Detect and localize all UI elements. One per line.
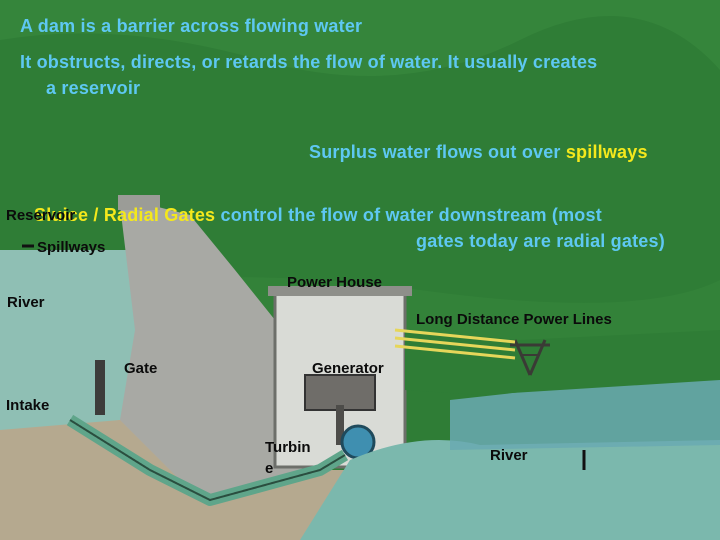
- gates-note-line-1: Sluice / Radial Gates control the flow o…: [34, 205, 602, 226]
- dam-crest: [118, 195, 160, 210]
- label-power-house: Power House: [287, 274, 383, 291]
- grass-texture: [0, 0, 720, 76]
- label-long-distance-power-lines: Long Distance Power Lines: [416, 311, 612, 328]
- gates-note-line-1-rest: control the flow of water downstream (mo…: [215, 205, 602, 225]
- power-line-3: [394, 344, 516, 360]
- label-spillways: Spillways: [37, 239, 106, 256]
- generator-shaft: [336, 405, 344, 445]
- tailrace-water: [300, 440, 720, 540]
- header-line-2b: a reservoir: [46, 78, 141, 98]
- label-river-left: River: [7, 294, 45, 311]
- label-turbine-line-2: e: [265, 460, 274, 477]
- gate-structure: [95, 360, 105, 415]
- power-line-2: [394, 336, 516, 352]
- reservoir-water: [0, 250, 160, 430]
- label-reservoir: Reservoir: [6, 207, 76, 224]
- label-intake: Intake: [6, 397, 50, 414]
- generator-housing: [304, 374, 376, 411]
- power-house-roof: [268, 286, 412, 296]
- spillway-note-highlight: spillways: [565, 142, 648, 162]
- penstock-pipe-edge: [69, 419, 346, 502]
- gates-note-line-2: gates today are radial gates): [416, 231, 665, 251]
- label-turbine-line-1: Turbin: [265, 439, 311, 456]
- label-generator: Generator: [312, 360, 384, 377]
- spillway-note-prefix: Surplus water flows out over: [309, 142, 566, 162]
- header-line-2a: It obstructs, directs, or retards the fl…: [20, 52, 598, 72]
- power-line-1: [394, 328, 516, 344]
- header-line-1: A dam is a barrier across flowing water: [20, 16, 363, 36]
- label-gate: Gate: [124, 360, 158, 377]
- label-river-right: River: [490, 447, 528, 464]
- dam-body: [60, 205, 330, 500]
- transmission-tower: [510, 339, 550, 376]
- gates-note-highlight: Sluice / Radial Gates: [34, 205, 216, 225]
- spillway-note: Surplus water flows out over spillways: [309, 142, 648, 163]
- river-right-water: [450, 370, 720, 450]
